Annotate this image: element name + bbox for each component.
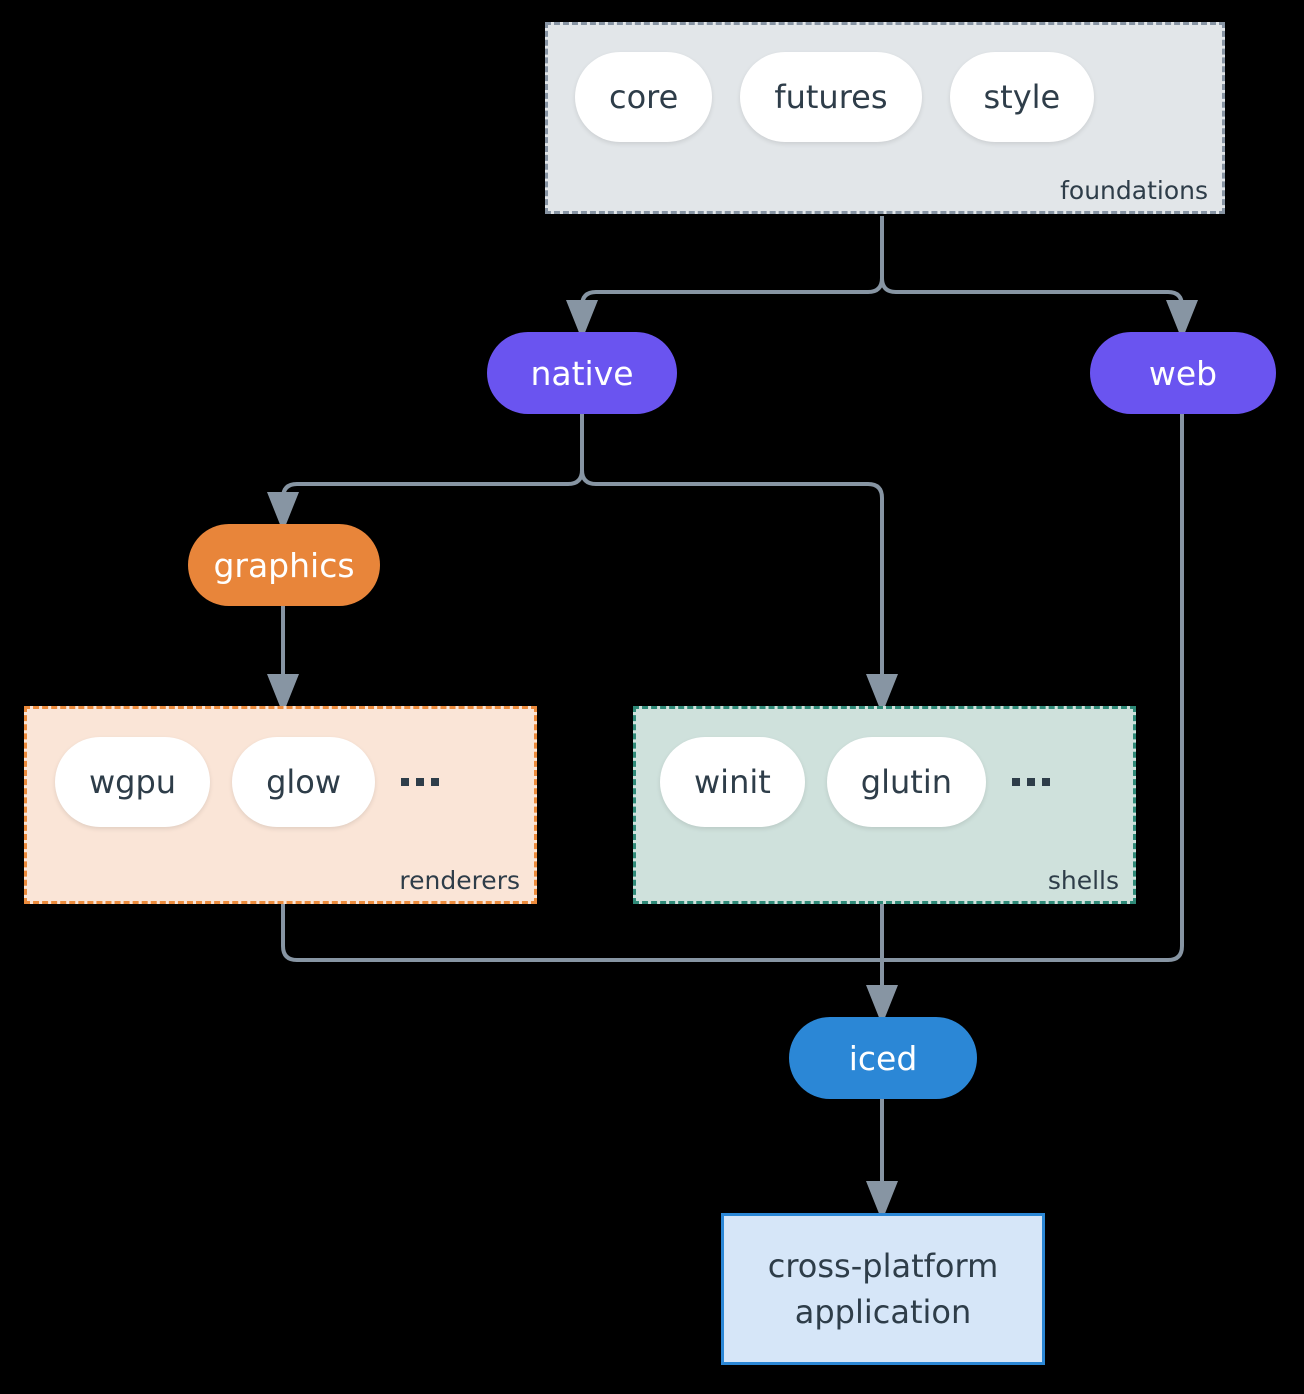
- group-shells: winit glutin shells: [633, 706, 1136, 904]
- chip-futures[interactable]: futures: [740, 52, 922, 142]
- edge-foundations-native: [566, 216, 884, 340]
- group-shells-items: winit glutin: [660, 737, 1050, 827]
- group-foundations-items: core futures style: [575, 52, 1095, 142]
- node-iced-label: iced: [848, 1038, 918, 1078]
- group-renderers-items: wgpu glow: [55, 737, 440, 827]
- edge-renderers-iced: [281, 904, 882, 962]
- node-graphics-label: graphics: [213, 545, 355, 585]
- renderers-overflow-ellipsis: [397, 778, 440, 786]
- chip-winit[interactable]: winit: [660, 737, 805, 827]
- node-web-label: web: [1148, 353, 1218, 393]
- node-native[interactable]: native: [487, 332, 677, 414]
- edge-web-iced: [882, 414, 1184, 962]
- group-renderers-label: renderers: [399, 866, 520, 895]
- node-web[interactable]: web: [1090, 332, 1276, 414]
- chip-style[interactable]: style: [949, 52, 1095, 142]
- group-foundations-label: foundations: [1060, 176, 1208, 205]
- group-shells-label: shells: [1047, 866, 1119, 895]
- application-label-line2: application: [794, 1293, 972, 1331]
- node-native-label: native: [530, 353, 634, 393]
- chip-glutin[interactable]: glutin: [826, 737, 986, 827]
- chip-wgpu[interactable]: wgpu: [55, 737, 211, 827]
- chip-glow[interactable]: glow: [232, 737, 376, 827]
- node-cross-platform-application[interactable]: cross-platform application: [721, 1213, 1045, 1365]
- node-graphics[interactable]: graphics: [188, 524, 380, 606]
- shells-overflow-ellipsis: [1008, 778, 1050, 786]
- node-iced[interactable]: iced: [789, 1017, 977, 1099]
- edge-foundations-web: [880, 216, 1198, 340]
- group-foundations: core futures style foundations: [545, 22, 1225, 214]
- edge-native-shells: [580, 414, 898, 714]
- group-renderers: wgpu glow renderers: [24, 706, 537, 904]
- application-label-line1: cross-platform: [767, 1246, 999, 1285]
- edge-native-graphics: [267, 414, 584, 532]
- chip-core[interactable]: core: [575, 52, 713, 142]
